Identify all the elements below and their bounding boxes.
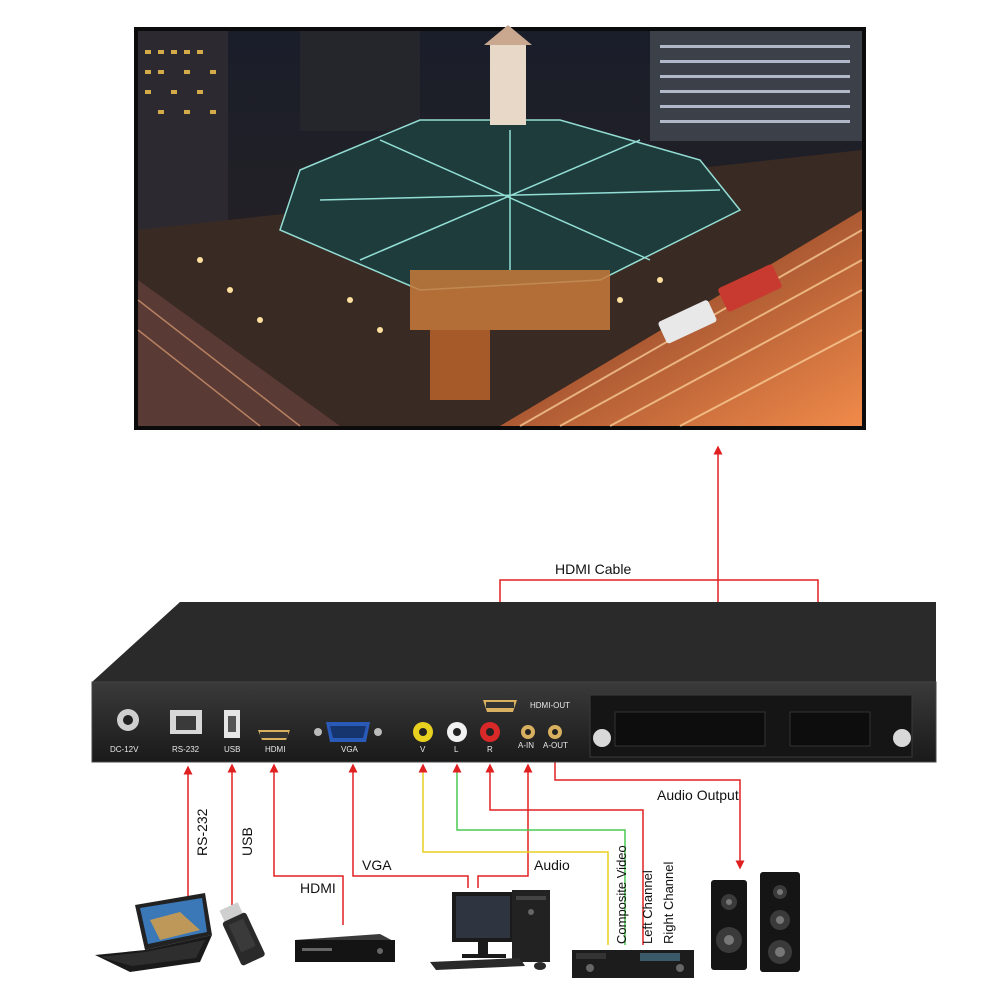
left-channel-label: Left Channel bbox=[640, 870, 655, 944]
audio-out-port[interactable] bbox=[548, 725, 562, 739]
dc-port-label: DC-12V bbox=[110, 745, 139, 754]
vga-label: VGA bbox=[362, 857, 392, 873]
converter-device: DC-12V RS-232 USB HDMI VGA bbox=[91, 602, 937, 763]
laptop-icon bbox=[95, 893, 212, 972]
vga-port-label: VGA bbox=[341, 745, 359, 754]
audio-out-port-label: A-OUT bbox=[543, 741, 568, 750]
right-channel-label: Right Channel bbox=[661, 862, 676, 944]
audio-in-port[interactable] bbox=[521, 725, 535, 739]
audio-output-label: Audio Output bbox=[657, 787, 739, 803]
usb-port[interactable] bbox=[224, 710, 240, 738]
hdmi-in-port[interactable] bbox=[258, 730, 290, 740]
left-port-label: L bbox=[454, 745, 459, 754]
hdmi-out-port-label: HDMI-OUT bbox=[530, 701, 570, 710]
desktop-computer-icon bbox=[430, 890, 550, 970]
rs232-port-label: RS-232 bbox=[172, 745, 200, 754]
rs232-port[interactable] bbox=[170, 710, 202, 734]
hdmi-port-label: HDMI bbox=[265, 745, 285, 754]
left-rca-port[interactable] bbox=[447, 722, 467, 742]
hdmi-out-port[interactable] bbox=[483, 700, 517, 712]
tv-screen-icon bbox=[134, 25, 866, 430]
audio-label: Audio bbox=[534, 857, 570, 873]
video-port-label: V bbox=[420, 745, 426, 754]
right-rca-port[interactable] bbox=[480, 722, 500, 742]
usb-label: USB bbox=[239, 827, 255, 856]
video-rca-port[interactable] bbox=[413, 722, 433, 742]
rs232-label: RS-232 bbox=[194, 808, 210, 856]
vga-port[interactable] bbox=[314, 722, 382, 742]
usb-drive-icon bbox=[219, 902, 265, 966]
usb-port-label: USB bbox=[224, 745, 240, 754]
av-receiver-icon bbox=[572, 950, 694, 978]
media-player-icon bbox=[295, 934, 395, 962]
speakers-icon bbox=[711, 872, 800, 972]
hdmi-label: HDMI bbox=[300, 880, 336, 896]
hdmi-cable-label: HDMI Cable bbox=[555, 561, 631, 577]
composite-video-label: Composite Video bbox=[614, 845, 629, 944]
audio-in-port-label: A-IN bbox=[518, 741, 534, 750]
dc-power-port[interactable] bbox=[117, 709, 139, 731]
expansion-bay bbox=[589, 694, 913, 758]
right-port-label: R bbox=[487, 745, 493, 754]
